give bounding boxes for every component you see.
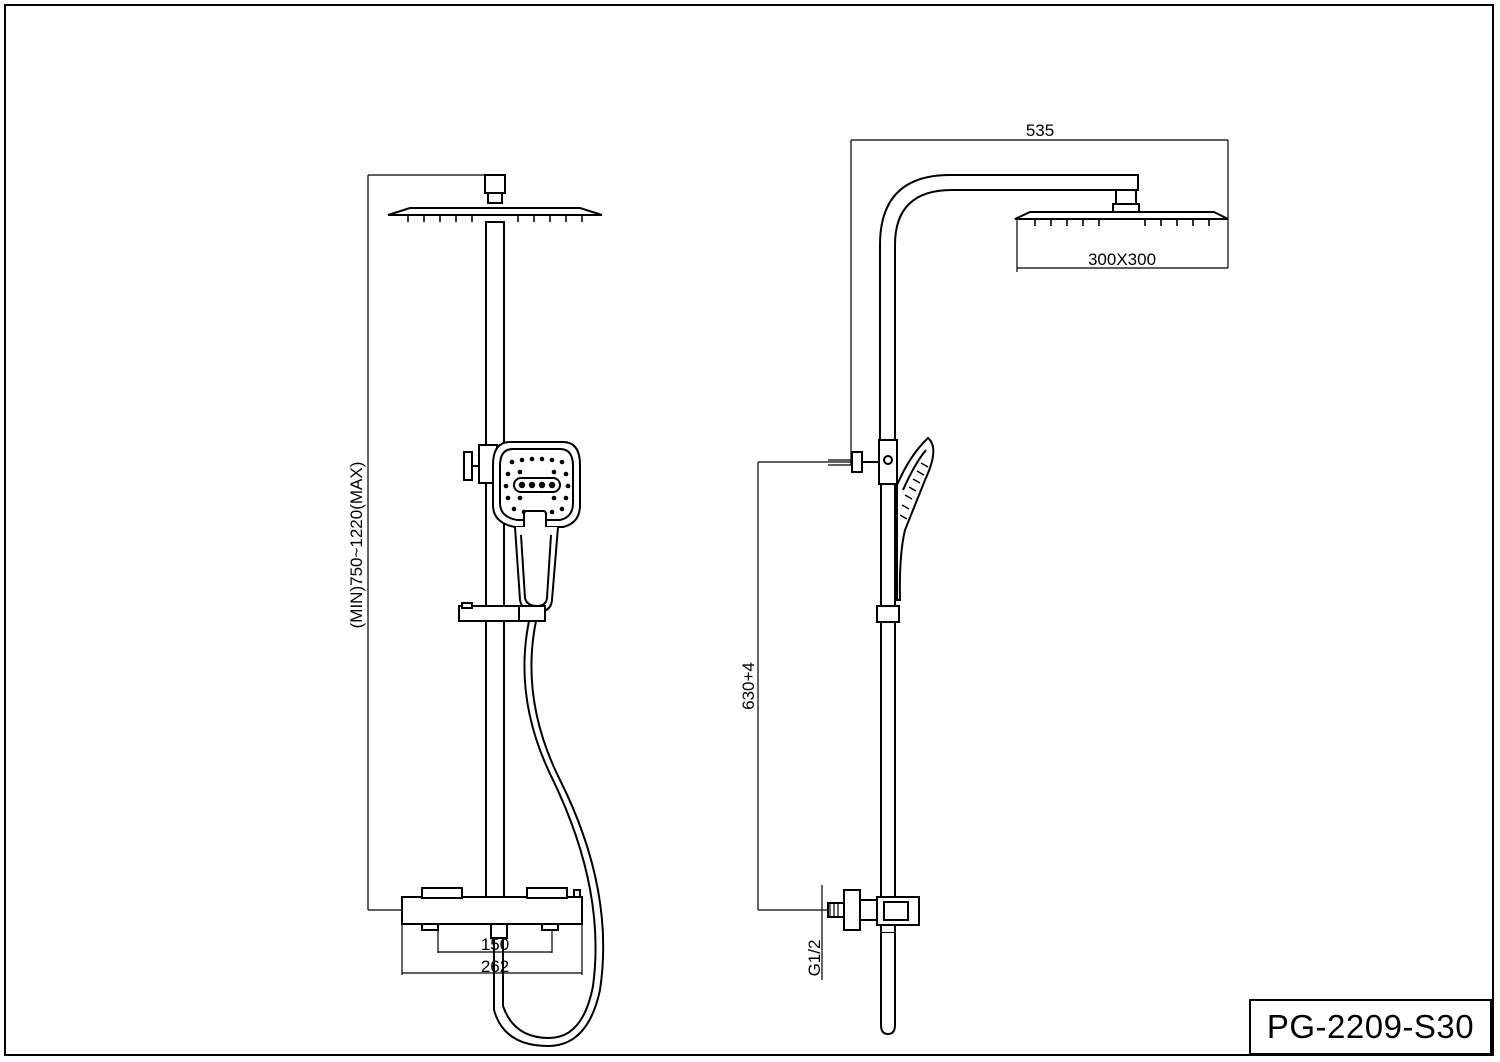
front-view [367, 174, 605, 1048]
side-hose-outlet [880, 933, 896, 1036]
dimension-height-label: (MIN)750~1220(MAX) [347, 462, 366, 629]
side-shower-head [1014, 211, 1229, 220]
side-g12-connector [827, 902, 845, 918]
front-riser-rail [485, 221, 505, 901]
title-block: PG-2209-S30 [1249, 999, 1492, 1055]
dimension-535-label: 535 [1026, 121, 1054, 140]
drawing-frame [4, 4, 1494, 1056]
front-mixer-body [401, 896, 583, 925]
dimension-630-label: 630+4 [739, 662, 758, 710]
model-number: PG-2209-S30 [1266, 1008, 1475, 1045]
front-shower-head [387, 207, 603, 216]
front-head-nozzles [407, 215, 583, 222]
side-upper-holder [878, 439, 898, 485]
dimension-262-label: 262 [481, 957, 509, 976]
front-head-connector [484, 174, 506, 194]
side-riser-curve [879, 174, 1139, 440]
front-slide-bracket [458, 605, 546, 622]
dimension-300x300-label: 300X300 [1088, 250, 1156, 269]
dimension-150-label: 150 [481, 935, 509, 954]
dimension-g12-label: G1/2 [805, 940, 824, 977]
front-hand-shower-nozzles [503, 456, 571, 515]
side-slide-bracket [876, 605, 900, 623]
side-hand-shower [896, 436, 935, 601]
side-view [757, 139, 1229, 1036]
front-mixer-outlet [490, 923, 508, 939]
side-lower-rail [880, 483, 896, 610]
front-hose [493, 620, 605, 1048]
